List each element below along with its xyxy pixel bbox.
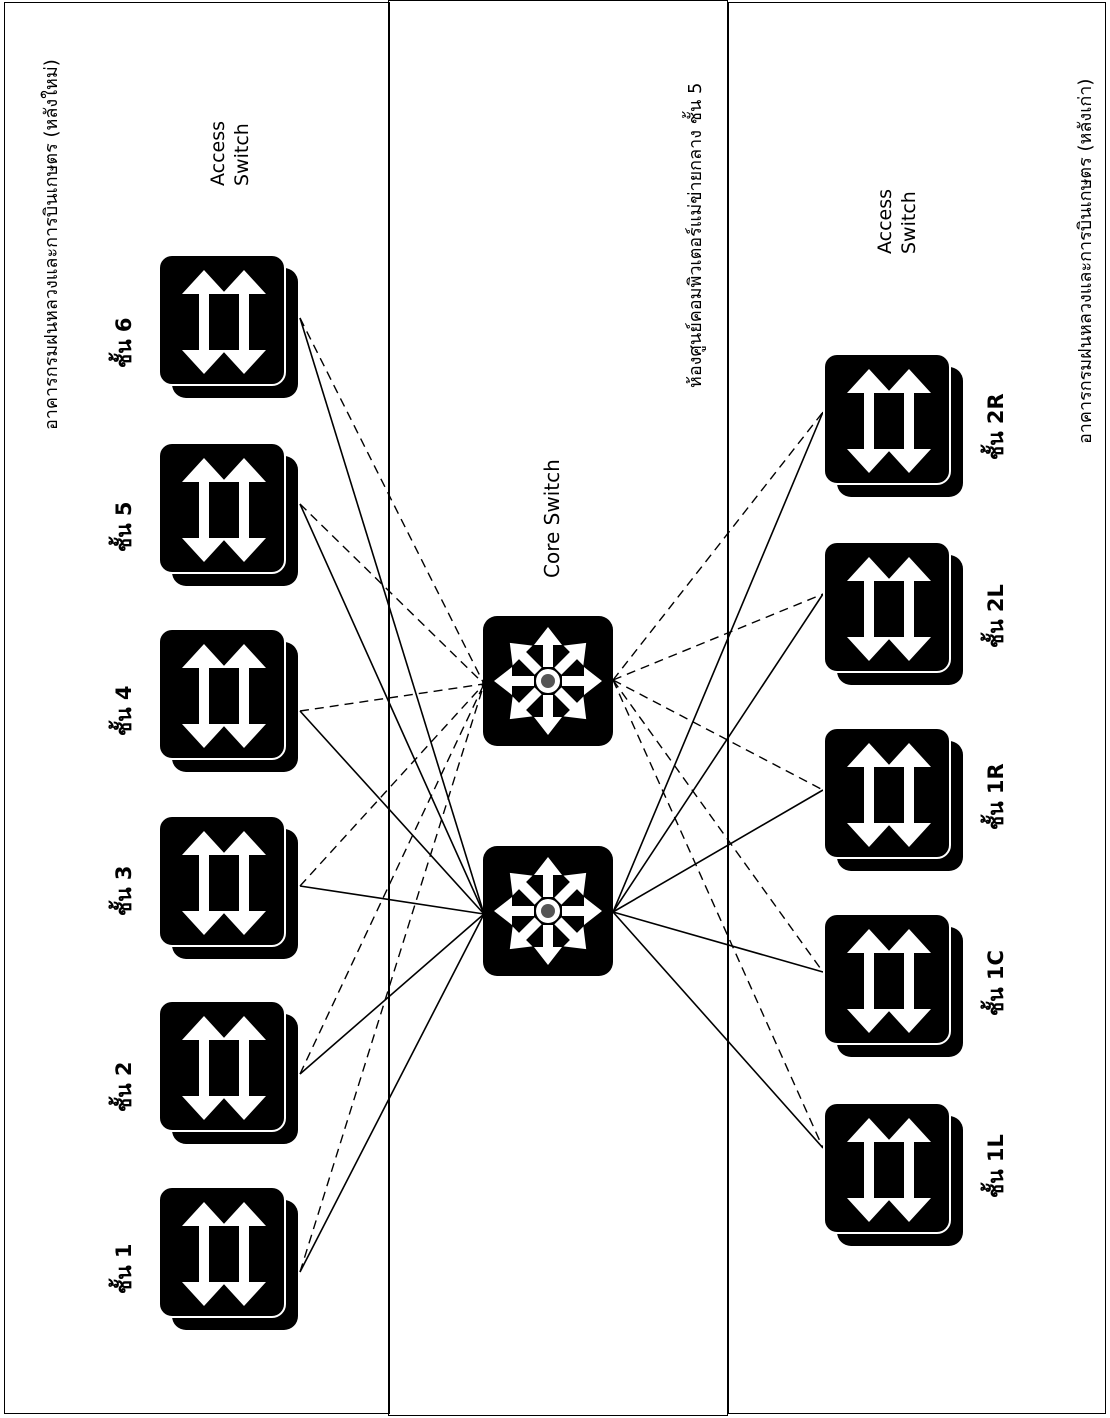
access-switch-icon[interactable] bbox=[823, 541, 963, 685]
link-line bbox=[299, 683, 485, 1075]
link-line bbox=[612, 911, 824, 973]
access-switch-icon[interactable] bbox=[823, 1102, 963, 1246]
left-zone-title: อาคารกรมฝนหลวงและการบินเกษตร (หลังใหม่) bbox=[41, 59, 62, 430]
access-switch-icon[interactable] bbox=[823, 913, 963, 1057]
link-line bbox=[299, 885, 485, 915]
left-floor-label: ชั้น 1 bbox=[112, 1243, 136, 1294]
link-line bbox=[299, 683, 485, 712]
right-floor-label: ชั้น 1C bbox=[984, 950, 1008, 1016]
access-switch-icon[interactable] bbox=[158, 442, 298, 586]
left-floor-label: ชั้น 3 bbox=[112, 865, 136, 916]
link-line bbox=[612, 911, 824, 1149]
link-line bbox=[612, 411, 824, 913]
link-line bbox=[299, 317, 485, 915]
left-floor-label: ชั้น 4 bbox=[112, 685, 136, 736]
link-line bbox=[612, 593, 824, 681]
link-line bbox=[299, 710, 485, 915]
link-line bbox=[299, 913, 485, 1075]
left-floor-label: ชั้น 6 bbox=[112, 317, 136, 368]
core-switch-icon[interactable] bbox=[483, 846, 613, 976]
link-line bbox=[299, 503, 485, 685]
right-floor-label: ชั้น 2L bbox=[984, 584, 1008, 648]
left-access-switch-label: Access Switch bbox=[207, 120, 253, 186]
old-building-zone bbox=[728, 2, 1106, 1414]
right-floor-label: ชั้น 1R bbox=[984, 763, 1008, 830]
core-switch-icon[interactable] bbox=[483, 616, 613, 746]
link-line bbox=[299, 683, 485, 887]
link-line bbox=[299, 683, 485, 1273]
right-zone-title: อาคารกรมฝนหลวงและการบินเกษตร (หลังเก่า) bbox=[1075, 78, 1096, 444]
link-line bbox=[612, 679, 824, 1149]
link-line bbox=[612, 789, 824, 913]
new-building-zone bbox=[4, 2, 390, 1414]
left-floor-label: ชั้น 5 bbox=[112, 501, 136, 552]
access-switch-icon[interactable] bbox=[158, 628, 298, 772]
link-line bbox=[299, 503, 485, 915]
right-floor-label: ชั้น 2R bbox=[984, 393, 1008, 460]
right-floor-label: ชั้น 1L bbox=[984, 1134, 1008, 1198]
link-line bbox=[612, 411, 824, 681]
access-switch-icon[interactable] bbox=[158, 1186, 298, 1330]
link-line bbox=[612, 679, 824, 791]
access-switch-icon[interactable] bbox=[823, 353, 963, 497]
link-line bbox=[299, 317, 485, 685]
link-line bbox=[612, 679, 824, 973]
link-line bbox=[299, 913, 485, 1273]
link-line bbox=[612, 593, 824, 913]
left-floor-label: ชั้น 2 bbox=[112, 1061, 136, 1112]
access-switch-icon[interactable] bbox=[158, 254, 298, 398]
core-switch-label: Core Switch bbox=[540, 459, 564, 578]
middle-zone-title: ห้องศูนย์คอมพิวเตอร์แม่ข่ายกลาง ชั้น 5 bbox=[685, 82, 706, 388]
datacenter-zone bbox=[388, 0, 728, 1416]
right-access-switch-label: Access Switch bbox=[874, 188, 920, 254]
access-switch-icon[interactable] bbox=[158, 815, 298, 959]
access-switch-icon[interactable] bbox=[823, 727, 963, 871]
access-switch-icon[interactable] bbox=[158, 1000, 298, 1144]
